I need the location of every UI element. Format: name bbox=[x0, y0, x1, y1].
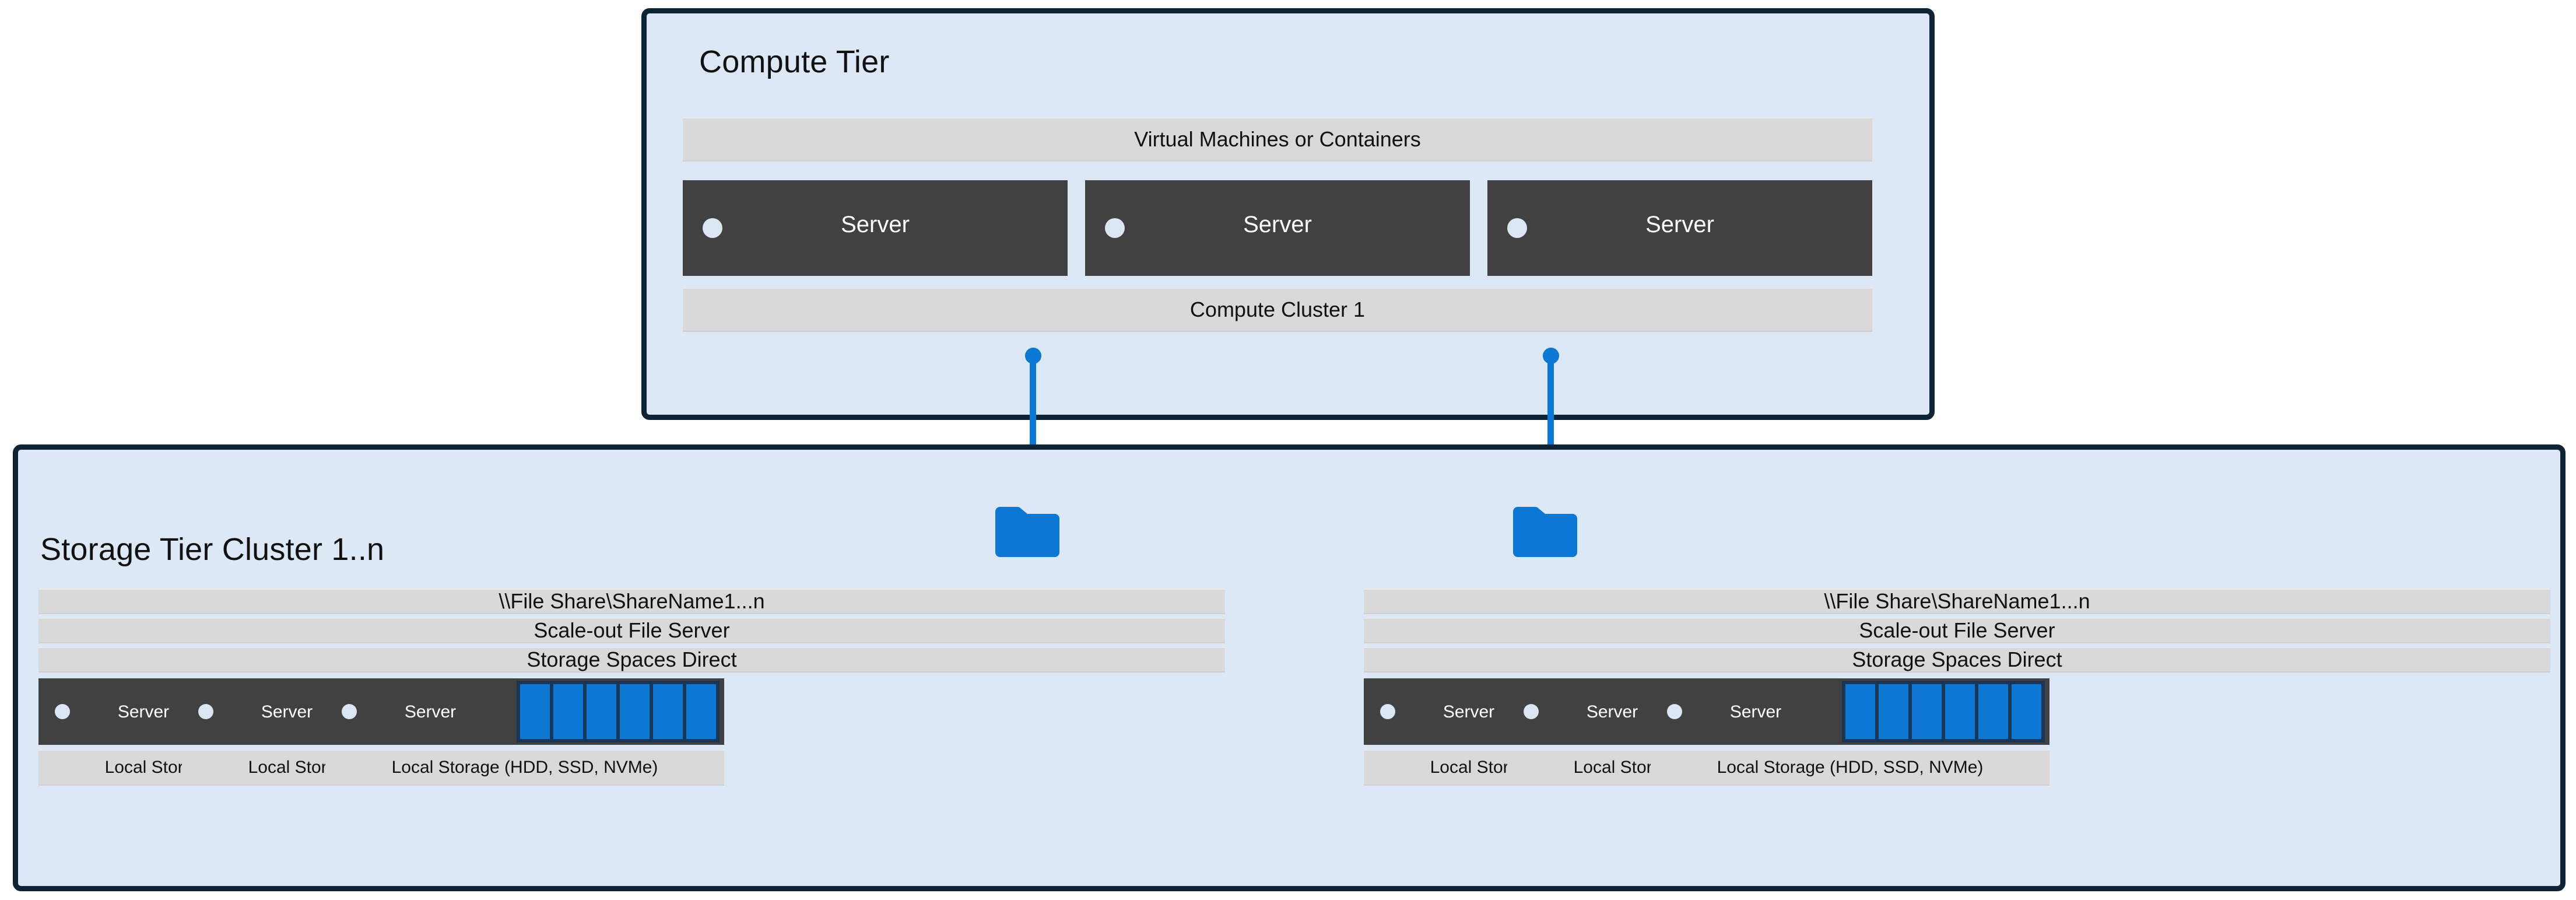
disk-icon bbox=[620, 684, 650, 739]
compute-tier-title: Compute Tier bbox=[699, 44, 890, 79]
status-dot-icon bbox=[55, 704, 70, 719]
compute-server-2[interactable]: Server bbox=[1085, 180, 1470, 276]
folder-icon bbox=[1508, 505, 1577, 557]
disk-icon bbox=[1945, 684, 1975, 739]
compute-cluster-bar: Compute Cluster 1 bbox=[683, 288, 1872, 332]
storage-cluster-2-server-1-label: Server bbox=[1443, 702, 1495, 722]
cluster-2-file-server-bar: Scale-out File Server bbox=[1364, 618, 2550, 643]
cluster-1-file-share-bar: \\File Share\ShareName1...n bbox=[38, 589, 1225, 614]
storage-tier-panel: Storage Tier Cluster 1..n \\File Share\S… bbox=[13, 444, 2566, 891]
disk-icon bbox=[686, 684, 716, 739]
disk-icon bbox=[653, 684, 683, 739]
compute-server-3-label: Server bbox=[1645, 212, 1714, 237]
disk-bay-icon bbox=[517, 681, 720, 743]
storage-cluster-1-server-3-label: Server bbox=[404, 702, 457, 722]
storage-cluster-1-server-1-label: Server bbox=[117, 702, 170, 722]
status-dot-icon bbox=[342, 704, 357, 719]
storage-cluster-1-server-2-label: Server bbox=[261, 702, 313, 722]
disk-icon bbox=[2012, 684, 2041, 739]
compute-tier-panel: Compute Tier Virtual Machines or Contain… bbox=[641, 8, 1935, 420]
compute-server-1-label: Server bbox=[841, 212, 910, 237]
status-dot-icon bbox=[1524, 704, 1539, 719]
status-dot-icon bbox=[703, 218, 722, 238]
disk-icon bbox=[1912, 684, 1942, 739]
status-dot-icon bbox=[1105, 218, 1125, 238]
folder-icon bbox=[991, 505, 1059, 557]
compute-server-2-label: Server bbox=[1243, 212, 1312, 237]
disk-icon bbox=[520, 684, 550, 739]
cluster-1-storage-spaces-bar: Storage Spaces Direct bbox=[38, 647, 1225, 673]
status-dot-icon bbox=[1667, 704, 1682, 719]
cluster-1-file-server-bar: Scale-out File Server bbox=[38, 618, 1225, 643]
storage-cluster-2-server-3-local-storage: Local Storage (HDD, SSD, NVMe) bbox=[1651, 750, 2049, 786]
compute-server-3[interactable]: Server bbox=[1487, 180, 1872, 276]
storage-cluster-2-server-2-label: Server bbox=[1586, 702, 1638, 722]
status-dot-icon bbox=[1507, 218, 1527, 238]
storage-cluster-1-server-3-local-storage: Local Storage (HDD, SSD, NVMe) bbox=[325, 750, 724, 786]
disk-icon bbox=[1978, 684, 2008, 739]
storage-cluster-2-server-3-label: Server bbox=[1729, 702, 1782, 722]
cluster-2-file-share-bar: \\File Share\ShareName1...n bbox=[1364, 589, 2550, 614]
storage-cluster-2-server-3[interactable]: Server bbox=[1651, 678, 2049, 745]
disk-bay-icon bbox=[1842, 681, 2045, 743]
compute-server-1[interactable]: Server bbox=[683, 180, 1068, 276]
status-dot-icon bbox=[1380, 704, 1395, 719]
disk-icon bbox=[553, 684, 583, 739]
disk-icon bbox=[1879, 684, 1908, 739]
storage-tier-title: Storage Tier Cluster 1..n bbox=[40, 532, 385, 567]
cluster-2-storage-spaces-bar: Storage Spaces Direct bbox=[1364, 647, 2550, 673]
status-dot-icon bbox=[198, 704, 213, 719]
disk-icon bbox=[587, 684, 616, 739]
connector-2-line bbox=[1547, 353, 1554, 499]
storage-cluster-1-server-3[interactable]: Server bbox=[325, 678, 724, 745]
disk-icon bbox=[1845, 684, 1875, 739]
virtual-machines-bar: Virtual Machines or Containers bbox=[683, 117, 1872, 162]
connector-1-line bbox=[1030, 353, 1036, 499]
